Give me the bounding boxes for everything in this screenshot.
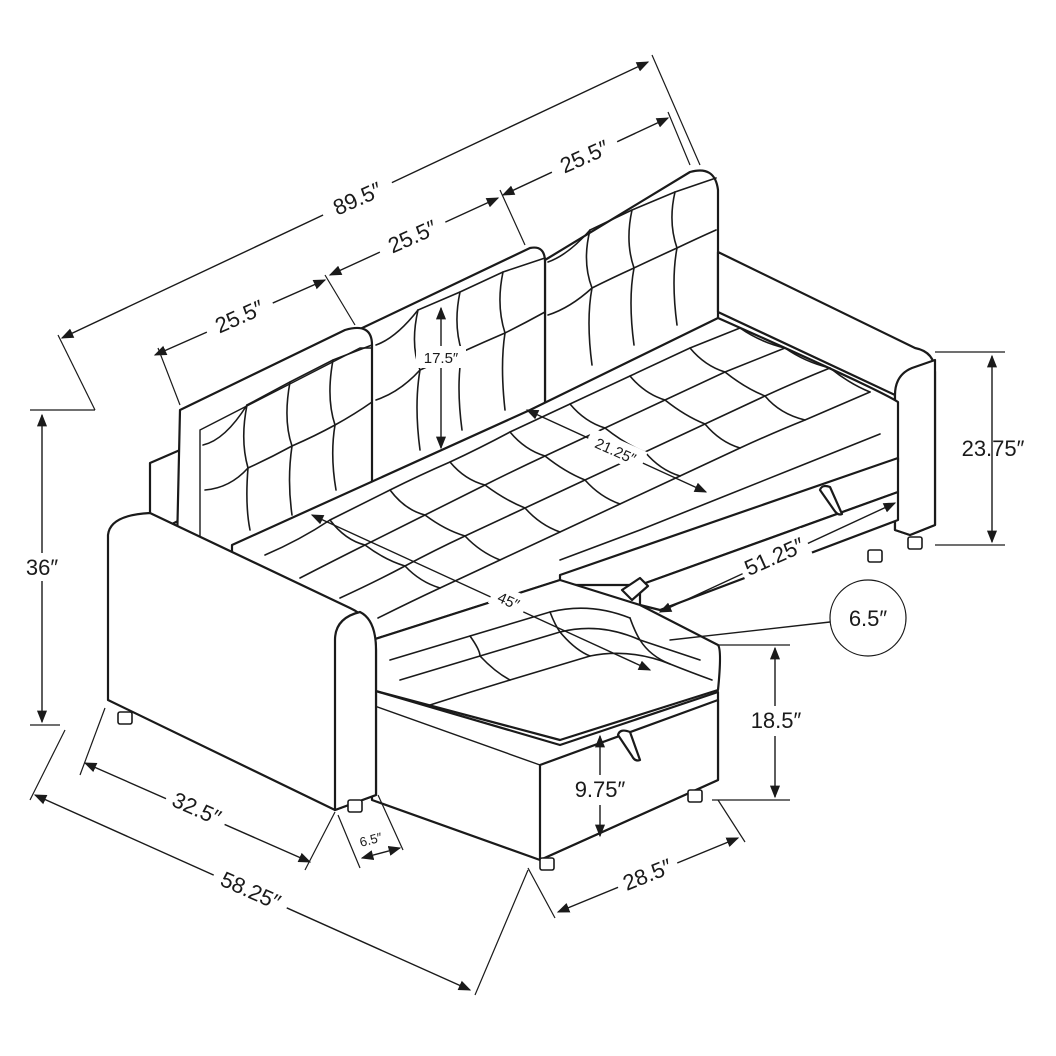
foot-front-left [117, 711, 133, 725]
foot-arm-right [907, 536, 923, 550]
label-total-height: 36″ [26, 555, 58, 580]
label-back-cushion-height: 17.5″ [424, 350, 459, 367]
chaise-base-edge [371, 704, 541, 766]
label-leg-gap: 6.5″ [358, 829, 384, 849]
label-arm-height: 23.75″ [962, 436, 1025, 461]
backrest-left-tufting [202, 344, 373, 531]
chaise-pull-handle [616, 729, 642, 762]
foot-main-right [867, 549, 883, 563]
callout-leader [669, 621, 831, 641]
foot-front-arm [347, 799, 363, 813]
label-seat-height: 18.5″ [751, 708, 802, 733]
callout-circle [829, 579, 907, 657]
right-arm-front [893, 358, 937, 537]
sofa-illustration [106, 169, 937, 871]
backrest-left-inner [199, 347, 373, 546]
label-storage-depth: 9.75″ [575, 777, 626, 802]
foot-chaise-right [687, 789, 703, 803]
label-overall-depth: 58.25″ [217, 866, 285, 914]
left-arm-front [333, 610, 378, 812]
label-arm-width-callout: 6.5″ [849, 606, 888, 631]
foot-chaise-front [539, 857, 555, 871]
